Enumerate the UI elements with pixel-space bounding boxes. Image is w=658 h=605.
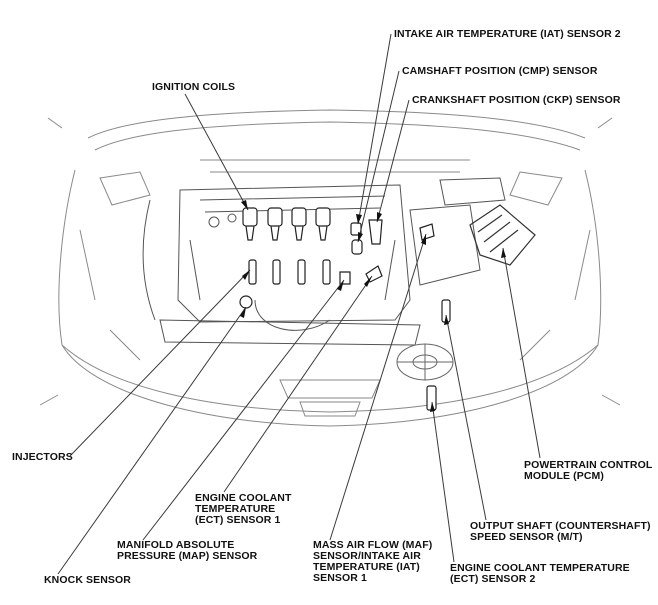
callout-cmp-sensor: CAMSHAFT POSITION (CMP) SENSOR: [402, 66, 598, 77]
callout-line: ENGINE COOLANT: [195, 492, 292, 504]
callout-line: INJECTORS: [12, 451, 73, 463]
callout-line: (ECT) SENSOR 1: [195, 514, 281, 526]
vehicle-body-outline: [39, 109, 621, 427]
ckp-sensor: [368, 219, 383, 245]
knock-sensor: [239, 295, 253, 309]
callout-ckp-sensor: CRANKSHAFT POSITION (CKP) SENSOR: [412, 95, 621, 106]
leader-injectors: [69, 269, 251, 457]
callout-line: TEMPERATURE: [195, 503, 276, 515]
callout-maf-sensor: MASS AIR FLOW (MAF) SENSOR/INTAKE AIR TE…: [313, 540, 432, 584]
callout-line: SPEED SENSOR (M/T): [470, 531, 583, 543]
callout-line: MODULE (PCM): [524, 470, 604, 482]
callout-line: (ECT) SENSOR 2: [450, 573, 536, 585]
callout-ect-sensor-1: ENGINE COOLANT TEMPERATURE (ECT) SENSOR …: [195, 493, 291, 526]
callout-line: PRESSURE (MAP) SENSOR: [117, 550, 258, 562]
callout-line: SENSOR/INTAKE AIR: [313, 550, 421, 562]
sensor-components: [239, 219, 451, 411]
leader-cmp: [357, 70, 400, 243]
leader-pcm: [502, 247, 541, 459]
callout-line: TEMPERATURE (IAT): [313, 561, 420, 573]
leader-ckp: [376, 99, 410, 223]
callout-map-sensor: MANIFOLD ABSOLUTE PRESSURE (MAP) SENSOR: [117, 540, 257, 562]
callout-line: ENGINE COOLANT TEMPERATURE: [450, 562, 630, 574]
callout-ect-sensor-2: ENGINE COOLANT TEMPERATURE (ECT) SENSOR …: [450, 563, 630, 585]
injectors: [248, 259, 331, 285]
callout-line: SENSOR 1: [313, 572, 367, 584]
callout-line: POWERTRAIN CONTROL: [524, 459, 653, 471]
pcm-module: [469, 204, 536, 266]
ignition-coils: [242, 207, 331, 241]
cmp-sensor: [351, 239, 363, 255]
callout-line: KNOCK SENSOR: [44, 574, 131, 586]
callout-line: INTAKE AIR TEMPERATURE (IAT) SENSOR 2: [394, 28, 621, 40]
leader-maf: [329, 233, 427, 541]
leader-map: [142, 279, 345, 541]
callout-injectors: INJECTORS: [12, 452, 73, 463]
callout-line: MANIFOLD ABSOLUTE: [117, 539, 235, 551]
radiator-fan: [396, 343, 454, 381]
callout-pcm: POWERTRAIN CONTROL MODULE (PCM): [524, 460, 652, 482]
map-sensor: [339, 271, 351, 285]
callout-line: CAMSHAFT POSITION (CMP) SENSOR: [402, 65, 598, 77]
callout-knock-sensor: KNOCK SENSOR: [44, 575, 131, 586]
callout-iat-sensor-2: INTAKE AIR TEMPERATURE (IAT) SENSOR 2: [394, 29, 621, 40]
leader-ect2: [431, 401, 455, 563]
callout-output-shaft-sensor: OUTPUT SHAFT (COUNTERSHAFT) SPEED SENSOR…: [470, 521, 651, 543]
callout-line: IGNITION COILS: [152, 81, 236, 93]
callout-line: MASS AIR FLOW (MAF): [313, 539, 433, 551]
callout-line: OUTPUT SHAFT (COUNTERSHAFT): [470, 520, 651, 532]
leader-lines: [57, 33, 541, 575]
leader-knock: [57, 306, 247, 575]
maf-sensor: [419, 223, 435, 241]
leader-ect1: [223, 275, 373, 493]
leader-oss: [445, 314, 487, 521]
callout-line: CRANKSHAFT POSITION (CKP) SENSOR: [412, 94, 621, 106]
leader-iat2: [357, 33, 392, 225]
leader-arrowheads: [240, 200, 506, 412]
leader-ignition-coils: [184, 93, 249, 211]
callout-ignition-coils: IGNITION COILS: [152, 82, 235, 93]
